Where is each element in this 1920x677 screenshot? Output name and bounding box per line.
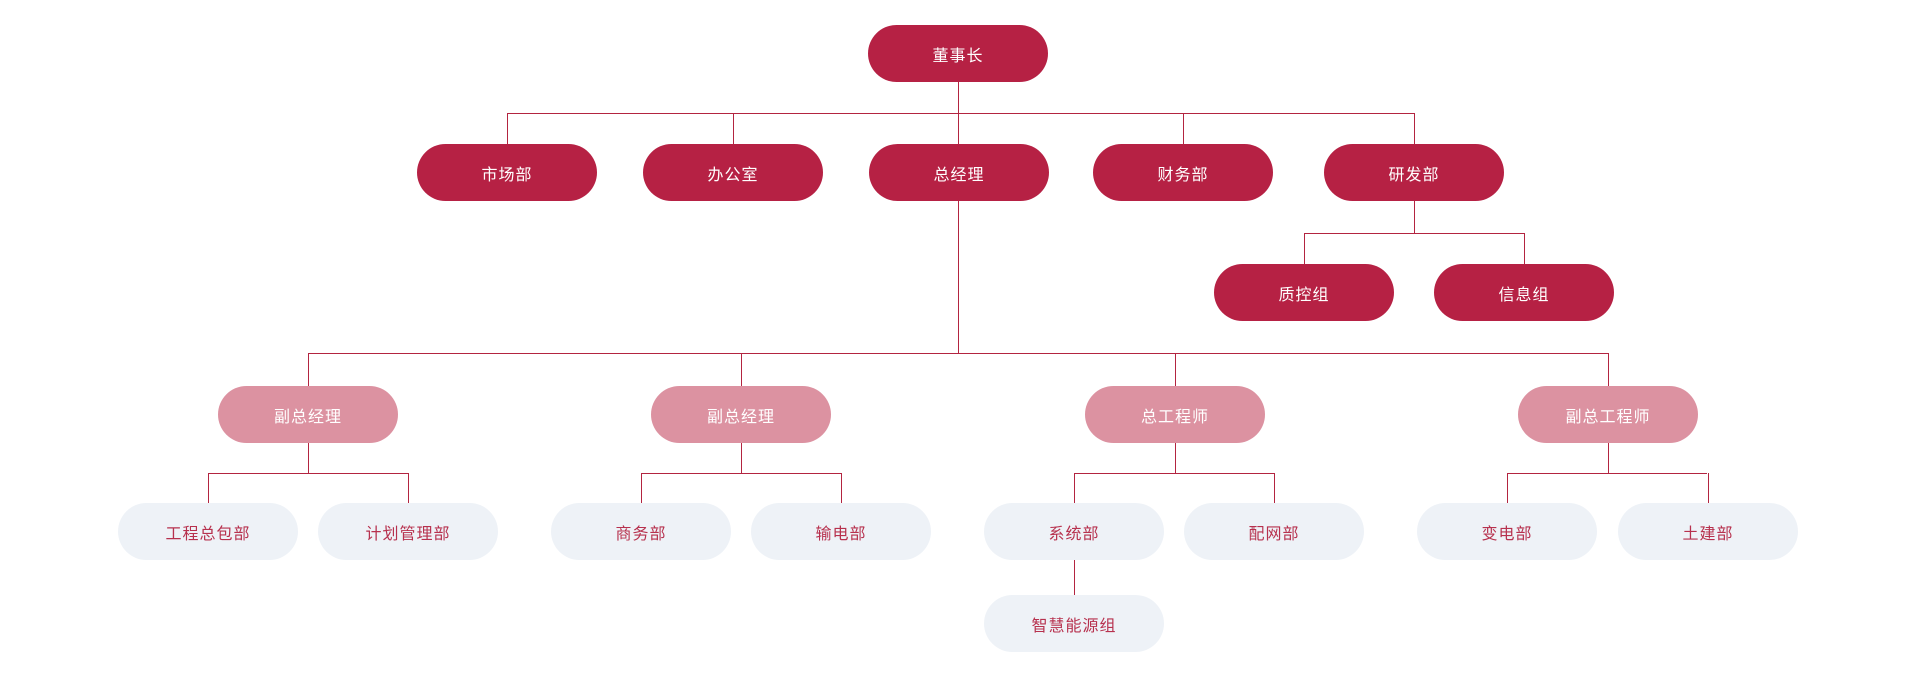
node-civil-dept: 土建部: [1618, 503, 1798, 560]
node-substation-dept: 变电部: [1417, 503, 1597, 560]
connector-system-drop: [1074, 473, 1075, 503]
connector-deputy-chief-engineer-bus: [1507, 473, 1707, 474]
connector-deputy-gm-2-stem: [741, 443, 742, 473]
connector-distribution-drop: [1274, 473, 1275, 503]
connector-gm-stem: [958, 201, 959, 353]
node-planning-dept: 计划管理部: [318, 503, 498, 560]
node-finance-dept: 财务部: [1093, 144, 1273, 201]
node-general-manager: 总经理: [869, 144, 1049, 201]
node-smart-energy-group: 智慧能源组: [984, 595, 1164, 652]
connector-chief-engineer-stem: [1175, 443, 1176, 473]
connector-rnd-bus: [1304, 233, 1524, 234]
connector-level3-bus: [308, 353, 1608, 354]
node-chairman: 董事长: [868, 25, 1048, 82]
connector-deputy-chief-engineer-drop: [1608, 353, 1609, 386]
connector-chief-engineer-bus: [1074, 473, 1274, 474]
connector-planning-drop: [408, 473, 409, 503]
connector-deputy-gm-1-bus: [208, 473, 408, 474]
node-transmission-dept: 输电部: [751, 503, 931, 560]
connector-deputy-gm-2-drop: [741, 353, 742, 386]
connector-rnd-stem: [1414, 201, 1415, 233]
connector-qc-drop: [1304, 233, 1305, 264]
node-qc-group: 质控组: [1214, 264, 1394, 321]
connector-deputy-chief-engineer-stem: [1608, 443, 1609, 473]
connector-deputy-gm-2-bus: [641, 473, 841, 474]
connector-deputy-gm-1-stem: [308, 443, 309, 473]
node-office: 办公室: [643, 144, 823, 201]
connector-office-drop: [733, 113, 734, 144]
node-info-group: 信息组: [1434, 264, 1614, 321]
connector-civil-drop: [1708, 473, 1709, 503]
connector-info-drop: [1524, 233, 1525, 264]
connector-deputy-gm-1-drop: [308, 353, 309, 386]
connector-general-manager-drop: [958, 113, 959, 144]
connector-chief-engineer-drop: [1175, 353, 1176, 386]
connector-business-drop: [641, 473, 642, 503]
connector-level2-bus: [507, 113, 1414, 114]
connector-marketing-drop: [507, 113, 508, 144]
node-rnd-dept: 研发部: [1324, 144, 1504, 201]
node-distribution-dept: 配网部: [1184, 503, 1364, 560]
connector-smart-energy-drop: [1074, 560, 1075, 595]
node-business-dept: 商务部: [551, 503, 731, 560]
node-marketing-dept: 市场部: [417, 144, 597, 201]
node-system-dept: 系统部: [984, 503, 1164, 560]
connector-epc-drop: [208, 473, 209, 503]
connector-finance-drop: [1183, 113, 1184, 144]
connector-transmission-drop: [841, 473, 842, 503]
connector-rnd-drop: [1414, 113, 1415, 144]
node-epc-dept: 工程总包部: [118, 503, 298, 560]
connector-substation-drop: [1507, 473, 1508, 503]
node-deputy-chief-engineer: 副总工程师: [1518, 386, 1698, 443]
node-deputy-gm-2: 副总经理: [651, 386, 831, 443]
node-deputy-gm-1: 副总经理: [218, 386, 398, 443]
node-chief-engineer: 总工程师: [1085, 386, 1265, 443]
connector-chairman-drop: [958, 82, 959, 113]
